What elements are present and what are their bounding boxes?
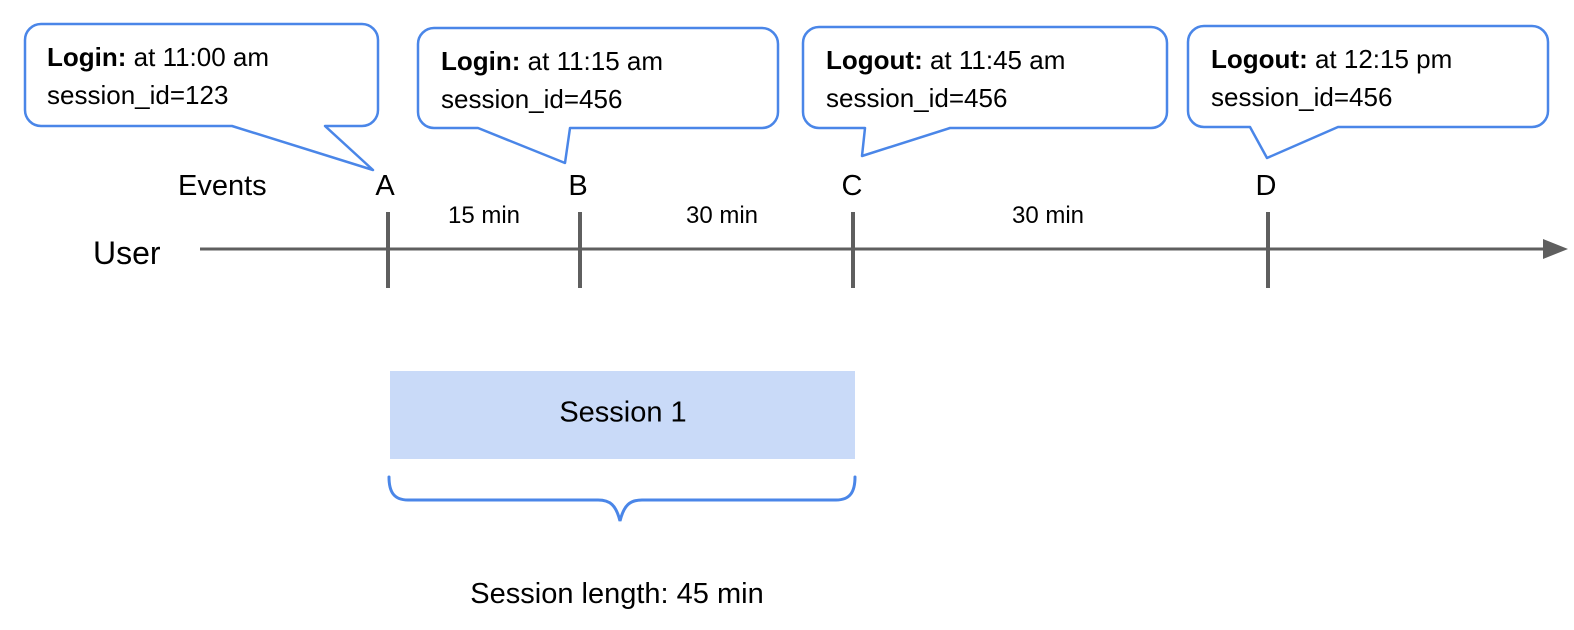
event-type-label: Logout:	[826, 45, 923, 75]
callout-text-login-a: Login: at 11:00 am session_id=123	[47, 38, 269, 114]
callout-text-login-b: Login: at 11:15 am session_id=456	[441, 42, 663, 118]
event-time: at 11:00 am	[133, 42, 270, 72]
event-type-label: Login:	[441, 46, 521, 76]
event-time: at 11:45 am	[929, 45, 1066, 75]
callout-line-session-id: session_id=456	[441, 84, 623, 114]
event-time: at 11:15 am	[527, 46, 664, 76]
callout-line-session-id: session_id=456	[826, 83, 1008, 113]
timeline-arrowhead	[1543, 239, 1568, 259]
callout-line-event: Login: at 11:00 am	[47, 38, 269, 76]
interval-label-b-c: 30 min	[685, 202, 759, 229]
interval-label-a-b: 15 min	[447, 202, 521, 229]
callout-bubble-logout-d	[1186, 24, 1550, 160]
callout-line-session-id: session_id=456	[1211, 82, 1393, 112]
session-bar	[390, 371, 855, 459]
event-marker-a: A	[375, 170, 395, 202]
session-brace	[387, 475, 857, 522]
callout-text-logout-d: Logout: at 12:15 pm session_id=456	[1211, 40, 1452, 116]
callout-bubble-logout-c	[801, 25, 1169, 158]
event-type-label: Login:	[47, 42, 127, 72]
session-bar-label: Session 1	[559, 396, 687, 429]
callout-line-event: Login: at 11:15 am	[441, 42, 663, 80]
event-marker-b: B	[568, 170, 588, 202]
event-type-label: Logout:	[1211, 44, 1308, 74]
callout-bubble-login-a	[23, 22, 380, 172]
callout-text-logout-c: Logout: at 11:45 am session_id=456	[826, 41, 1065, 117]
event-marker-d: D	[1255, 170, 1277, 202]
callout-line-event: Logout: at 12:15 pm	[1211, 40, 1452, 78]
callout-bubble-login-b	[416, 26, 780, 165]
interval-label-c-d: 30 min	[1011, 202, 1085, 229]
callout-line-session-id: session_id=123	[47, 80, 229, 110]
event-marker-c: C	[841, 170, 863, 202]
session-length-label: Session length: 45 min	[470, 578, 764, 610]
user-row-label: User	[93, 235, 161, 271]
callout-line-event: Logout: at 11:45 am	[826, 41, 1065, 79]
events-row-label: Events	[178, 170, 267, 202]
event-time: at 12:15 pm	[1314, 44, 1453, 74]
